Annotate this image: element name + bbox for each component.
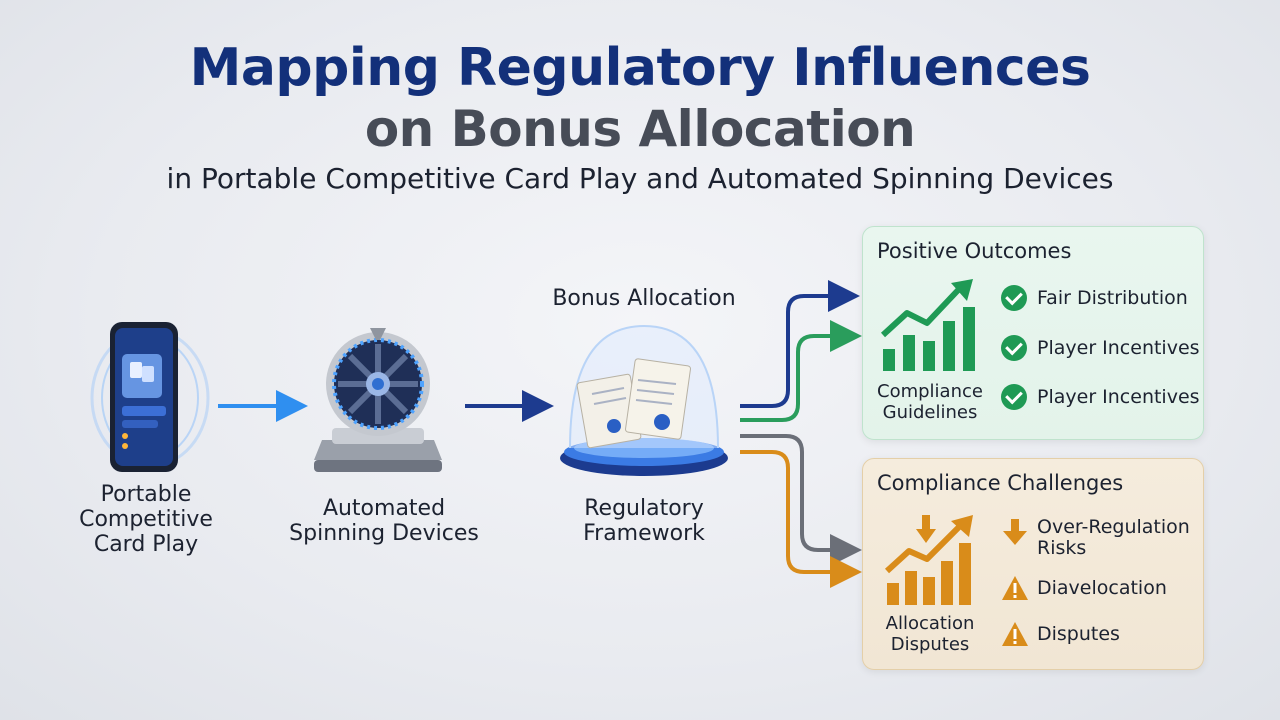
spinning-wheel-icon: [314, 328, 442, 472]
smartphone-icon: [90, 322, 210, 472]
spinning-line-2: Spinning Devices: [289, 521, 479, 546]
challenge-item: Diavelocation: [1001, 575, 1167, 601]
challenge-item: Over-Regulation Risks: [1001, 517, 1190, 559]
node-label-spinning: Automated Spinning Devices: [274, 496, 494, 546]
allocation-caption-line-2: Disputes: [890, 634, 970, 655]
compliance-caption-line-2: Guidelines: [882, 402, 978, 423]
check-icon: [1001, 285, 1027, 311]
subtitle: in Portable Competitive Card Play and Au…: [166, 162, 1114, 195]
node-label-regulatory: Regulatory Framework: [544, 496, 744, 546]
regulatory-line-2: Framework: [583, 521, 705, 546]
down-arrow-icon: [1003, 519, 1027, 545]
arrow-to-fair-distribution: [740, 280, 860, 408]
challenge-item-label: Disputes: [1037, 623, 1120, 645]
arrow-to-challenges-gray: [740, 434, 862, 566]
challenge-item: Disputes: [1001, 621, 1120, 647]
check-icon: [1001, 335, 1027, 361]
disputes-chart-icon: [884, 515, 973, 605]
check-icon: [1001, 384, 1027, 410]
positive-item-label: Player Incentives: [1037, 386, 1200, 408]
compliance-challenges-panel: Compliance Challenges Allocation Dispute…: [862, 458, 1204, 670]
positive-item-label: Fair Distribution: [1037, 287, 1188, 309]
challenges-panel-title: Compliance Challenges: [877, 471, 1124, 495]
arrow-to-challenges-orange: [740, 450, 862, 588]
warning-icon: [1002, 622, 1028, 646]
over-regulation-line-1: Over-Regulation: [1037, 516, 1190, 538]
compliance-caption-line-1: Compliance: [877, 381, 983, 402]
challenge-item-label: Over-Regulation Risks: [1037, 517, 1190, 559]
over-regulation-line-2: Risks: [1037, 537, 1087, 559]
positive-outcomes-panel: Positive Outcomes Compliance Guidelines …: [862, 226, 1204, 440]
positive-item-label: Player Incentives: [1037, 337, 1200, 359]
compliance-guidelines-caption: Compliance Guidelines: [865, 381, 995, 423]
positive-item: Player Incentives: [1001, 335, 1200, 361]
warning-icon: [1002, 576, 1028, 600]
positive-item: Player Incentives: [1001, 384, 1200, 410]
portable-line-1: Portable: [100, 482, 192, 507]
portable-line-2: Competitive: [79, 507, 213, 532]
node-label-portable: Portable Competitive Card Play: [56, 482, 236, 557]
spinning-line-1: Automated: [322, 496, 446, 521]
positive-panel-title: Positive Outcomes: [877, 239, 1072, 263]
portable-line-3: Card Play: [93, 532, 199, 557]
challenge-item-label: Diavelocation: [1037, 577, 1167, 599]
bonus-allocation-label: Bonus Allocation: [552, 286, 736, 311]
regulatory-line-1: Regulatory: [584, 496, 704, 521]
allocation-caption-line-1: Allocation: [885, 613, 975, 634]
scroll-dome-icon: [560, 324, 728, 476]
title-line-2: on Bonus Allocation: [364, 100, 916, 158]
title-line-1: Mapping Regulatory Influences: [189, 38, 1091, 98]
growth-chart-icon: [880, 279, 975, 371]
arrow-to-player-incentives: [740, 320, 862, 422]
allocation-disputes-caption: Allocation Disputes: [865, 613, 995, 655]
positive-item: Fair Distribution: [1001, 285, 1188, 311]
